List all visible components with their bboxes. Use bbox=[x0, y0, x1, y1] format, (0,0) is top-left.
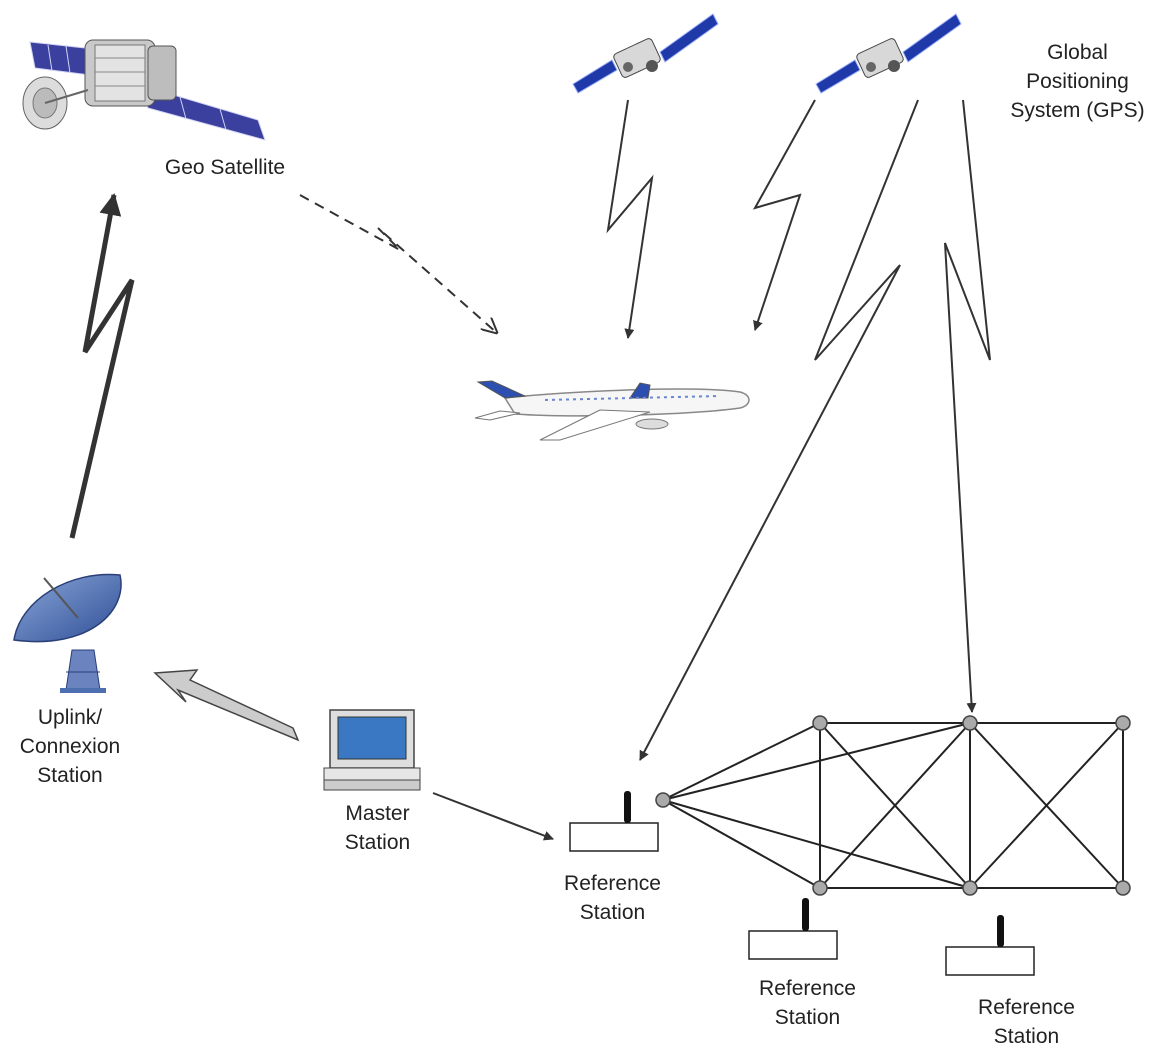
gps-label-line-1: Global bbox=[1047, 41, 1108, 64]
network-node bbox=[962, 715, 978, 731]
gps-label-line-3: System (GPS) bbox=[1010, 99, 1145, 122]
network-node bbox=[962, 880, 978, 896]
satellite-dish-icon bbox=[13, 573, 122, 693]
geo-satellite-label: Geo Satellite bbox=[140, 153, 310, 182]
antenna-icon bbox=[624, 791, 631, 823]
gps-satellite-icon bbox=[815, 13, 962, 94]
reference-station-label-2: Reference Station bbox=[735, 974, 880, 1032]
master-station-label: Master Station bbox=[310, 799, 445, 857]
antenna-icon bbox=[997, 915, 1004, 947]
reference-network bbox=[662, 722, 1124, 889]
gps-label: Global Positioning System (GPS) bbox=[990, 38, 1165, 125]
reference-1-line-2: Station bbox=[579, 901, 646, 924]
reference-station-box bbox=[945, 915, 1035, 976]
geo-satellite-label-text: Geo Satellite bbox=[164, 156, 286, 179]
geo-satellite-icon bbox=[22, 39, 266, 141]
gps-label-line-2: Positioning bbox=[1026, 70, 1129, 93]
uplink-station-label: Uplink/ Connexion Station bbox=[0, 703, 140, 790]
antenna-icon bbox=[802, 898, 809, 931]
gps-signal-to-reference bbox=[639, 99, 991, 761]
reference-station-label-1: Reference Station bbox=[540, 869, 685, 927]
reference-station-box bbox=[569, 791, 659, 852]
reference-3-line-1: Reference bbox=[978, 996, 1075, 1019]
network-node bbox=[1115, 880, 1131, 896]
uplink-label-line-2: Connexion bbox=[19, 735, 121, 758]
uplink-label-line-1: Uplink/ bbox=[37, 706, 103, 729]
geo-broadcast-signal bbox=[299, 194, 497, 333]
network-node bbox=[812, 880, 828, 896]
master-to-uplink-arrow bbox=[153, 669, 300, 742]
reference-1-line-1: Reference bbox=[564, 872, 661, 895]
reference-station-label-3: Reference Station bbox=[954, 993, 1099, 1051]
master-label-line-2: Station bbox=[344, 831, 411, 854]
network-node bbox=[812, 715, 828, 731]
reference-2-line-2: Station bbox=[774, 1006, 841, 1029]
network-node bbox=[655, 792, 671, 808]
gps-satellite-icon bbox=[572, 13, 719, 94]
reference-2-line-1: Reference bbox=[759, 977, 856, 1000]
uplink-signal bbox=[69, 193, 135, 539]
airplane-icon bbox=[474, 380, 750, 441]
master-to-reference-arrow bbox=[432, 792, 554, 841]
reference-3-line-2: Station bbox=[993, 1025, 1060, 1048]
reference-station-box bbox=[748, 898, 838, 960]
gps-signal-to-aircraft bbox=[606, 99, 816, 339]
computer-icon bbox=[323, 709, 421, 791]
master-label-line-1: Master bbox=[345, 802, 410, 825]
network-node bbox=[1115, 715, 1131, 731]
uplink-label-line-3: Station bbox=[37, 764, 103, 787]
